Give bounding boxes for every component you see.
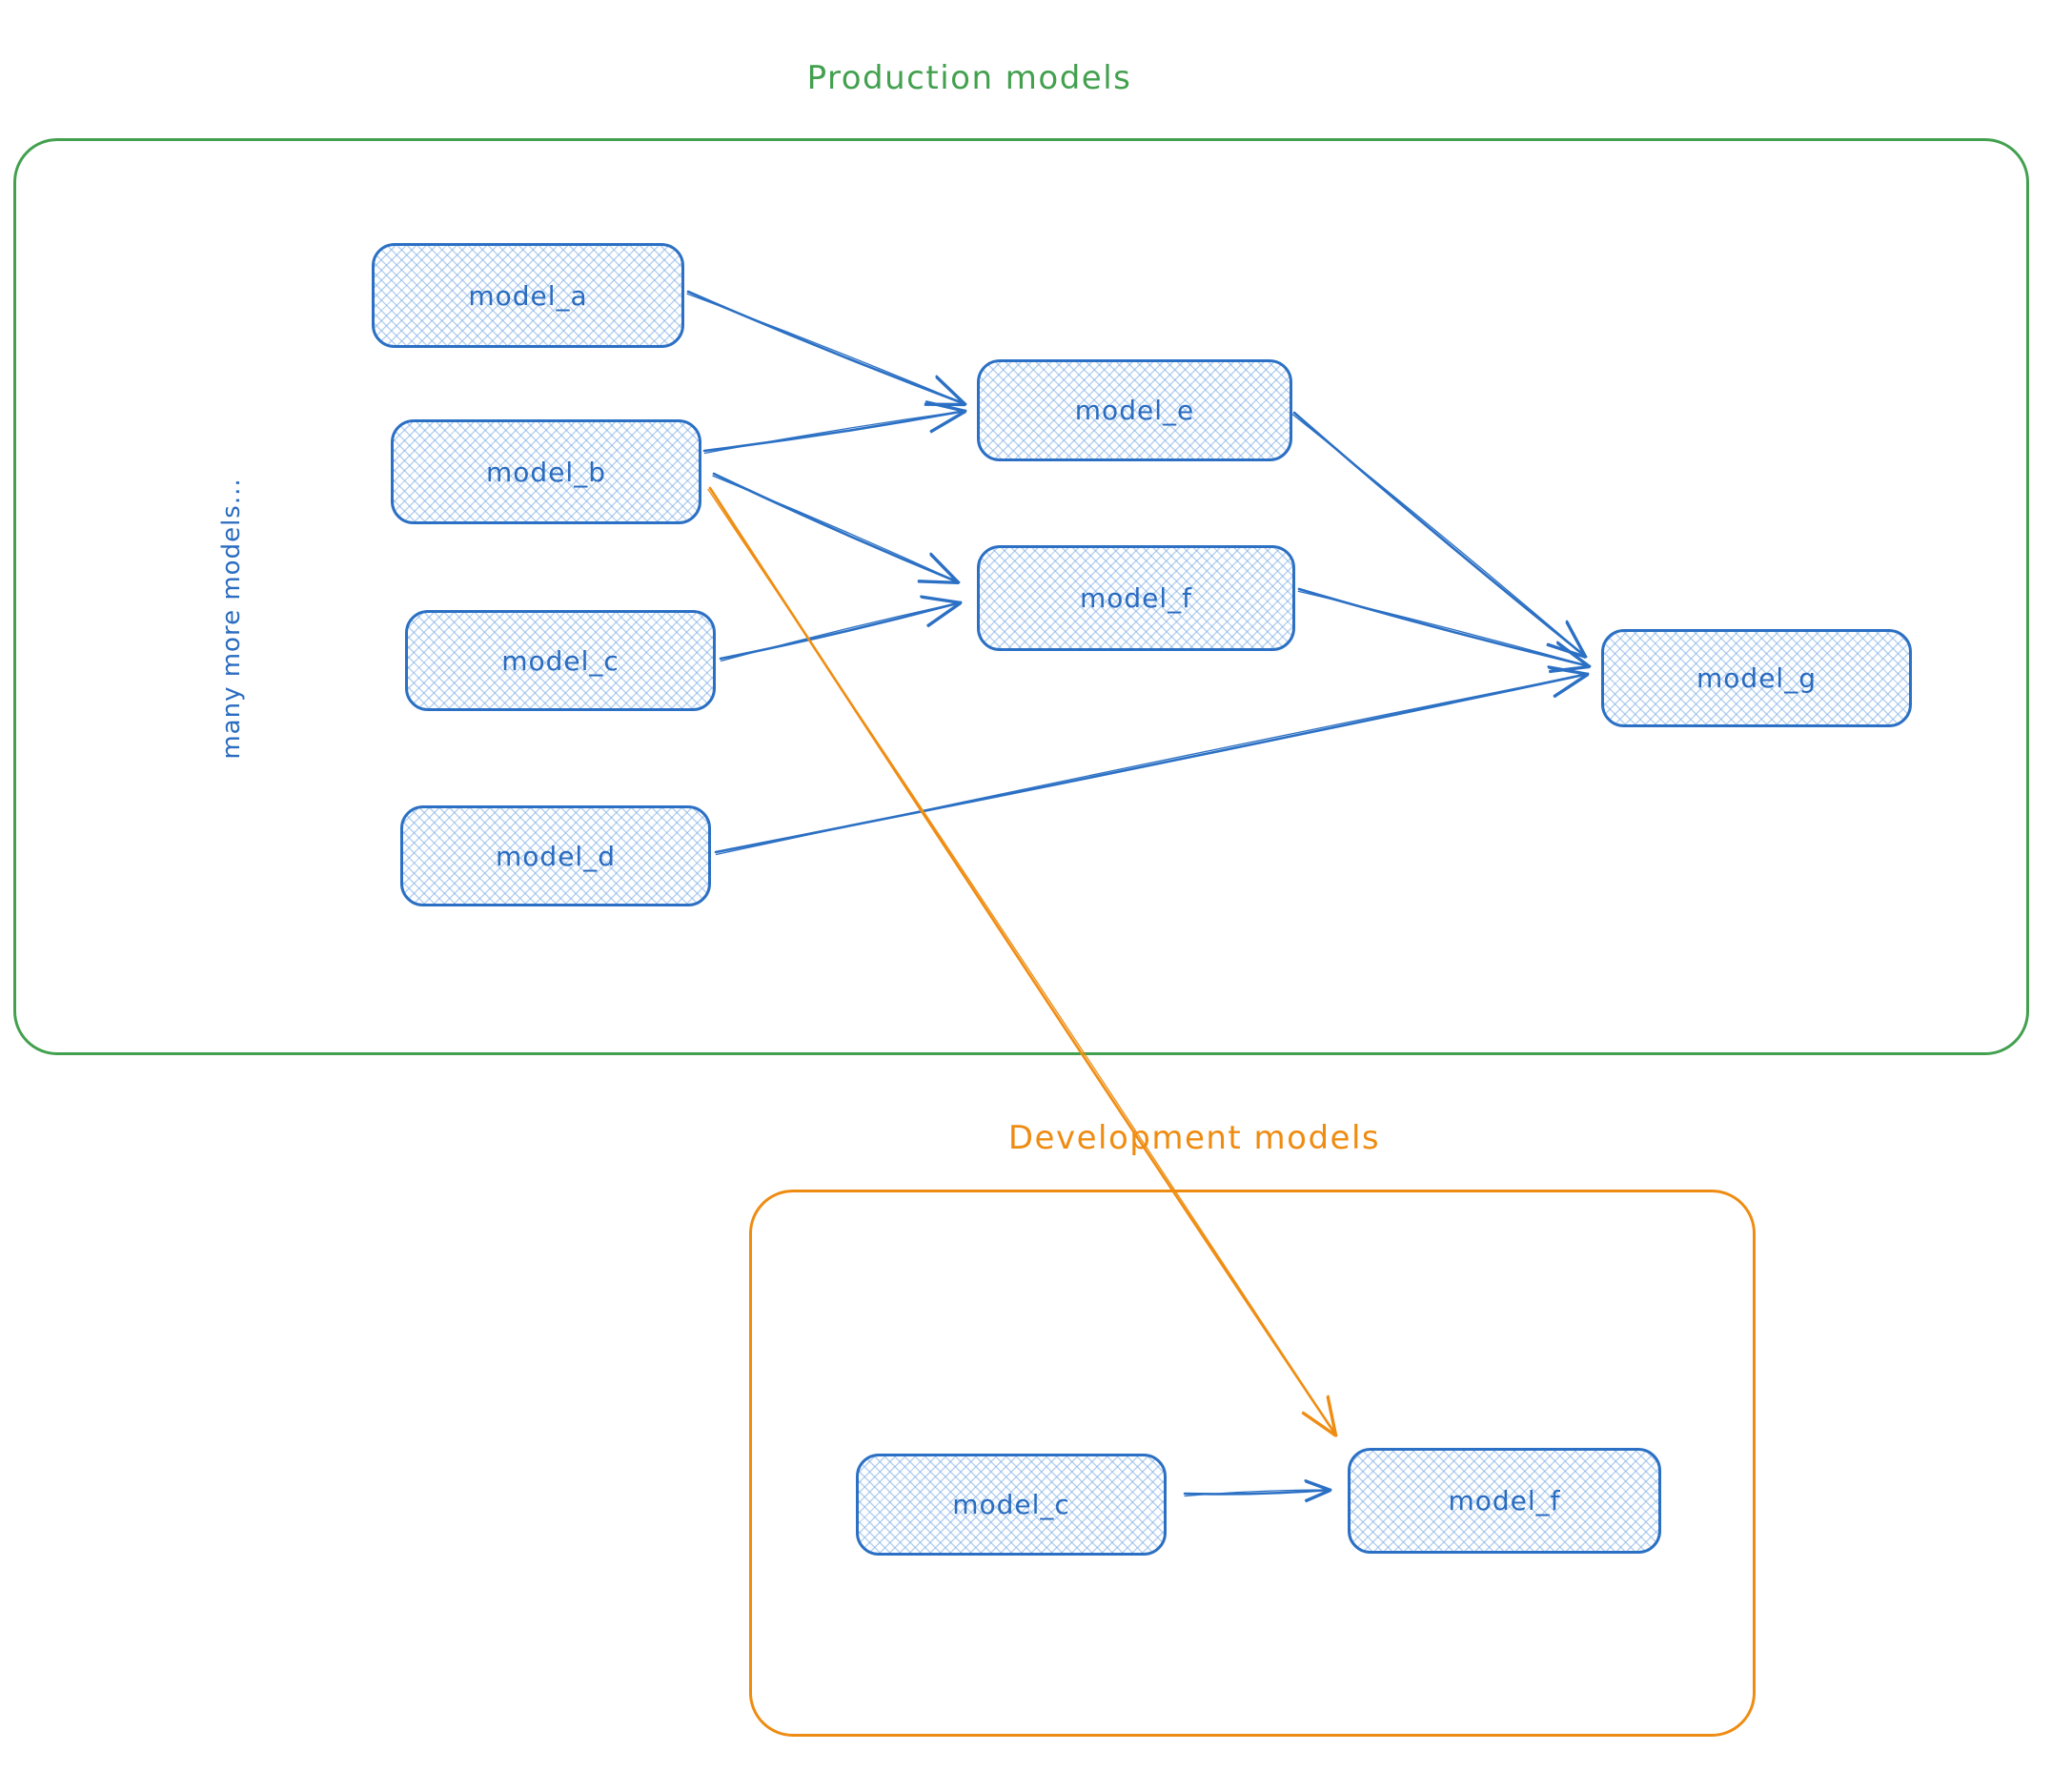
node-dev-model-f-label: model_f (1448, 1485, 1561, 1517)
node-model-g: model_g (1601, 629, 1912, 727)
node-dev-model-c: model_c (856, 1454, 1167, 1556)
development-zone-title: Development models (1007, 1119, 1381, 1157)
node-model-a: model_a (372, 243, 684, 348)
node-model-g-label: model_g (1696, 662, 1817, 694)
node-model-c: model_c (405, 610, 716, 711)
production-zone-title: Production models (806, 59, 1132, 97)
node-model-f-label: model_f (1079, 582, 1193, 614)
node-dev-model-f: model_f (1348, 1448, 1661, 1554)
node-model-c-label: model_c (501, 644, 620, 677)
node-model-d: model_d (400, 805, 711, 906)
node-model-b: model_b (391, 419, 701, 524)
node-model-a-label: model_a (468, 279, 588, 312)
node-model-e: model_e (977, 359, 1292, 461)
node-model-d-label: model_d (496, 840, 616, 872)
node-model-e-label: model_e (1074, 395, 1195, 426)
node-model-f: model_f (977, 545, 1295, 651)
node-dev-model-c-label: model_c (952, 1489, 1070, 1520)
node-model-b-label: model_b (486, 456, 606, 488)
many-more-models-note: many more models... (217, 478, 246, 760)
